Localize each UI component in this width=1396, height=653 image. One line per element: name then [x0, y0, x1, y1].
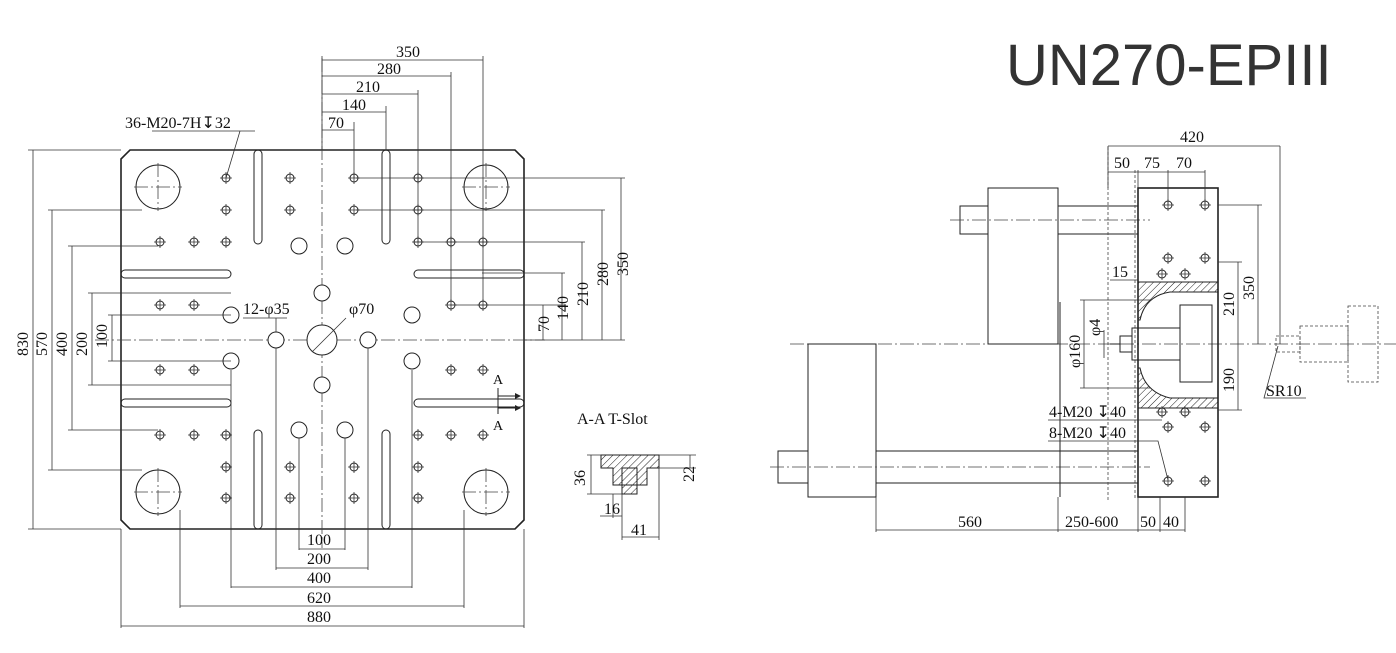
dim-bottom-5: 880: [307, 609, 331, 626]
left-dimension-lines: [32, 150, 113, 529]
t-slot-section: A-A T-Slot 36 22 16 41: [572, 411, 698, 540]
dim-bottom-2: 200: [307, 551, 331, 568]
tslot-dim-1: 36: [572, 470, 589, 486]
section-marker-top: A: [493, 373, 504, 388]
side-hole-note-2: 8-M20 ↧40: [1049, 425, 1126, 442]
dim-top-4: 140: [342, 97, 366, 114]
tslot-dim-2: 22: [681, 466, 698, 482]
dim-left-2: 570: [34, 332, 51, 356]
center-hole: [306, 324, 338, 356]
platen-side: [1137, 187, 1219, 498]
ring-holes-note: 12-φ35: [243, 301, 290, 318]
dim-left-5: 100: [94, 324, 111, 348]
side-dim-right-3: 190: [1221, 368, 1238, 392]
dim-bottom-1: 100: [307, 532, 331, 549]
side-dim-bottom-2: 250-600: [1065, 514, 1118, 531]
tapped-holes-note: 36-M20-7H↧32: [125, 115, 231, 132]
side-dim-right-1: 350: [1241, 276, 1258, 300]
leader-center: [311, 317, 347, 353]
tslot-dim-3: 16: [604, 501, 620, 518]
center-hole-note: φ70: [349, 301, 374, 318]
leader-ring: [243, 317, 287, 332]
tslot-dim-4: 41: [631, 522, 647, 539]
dim-bottom-3: 400: [307, 570, 331, 587]
dim-left-3: 400: [54, 332, 71, 356]
section-title: A-A T-Slot: [577, 411, 648, 428]
side-dim-right-2: 210: [1221, 292, 1238, 316]
radius-note: SR10: [1266, 383, 1302, 400]
side-note-2: φ160: [1067, 335, 1084, 368]
dim-right-1: 350: [615, 252, 632, 276]
dim-right-5: 70: [536, 316, 553, 332]
dim-left-4: 200: [74, 332, 91, 356]
side-dim-bottom-3: 50: [1140, 514, 1156, 531]
top-dimension-lines: [322, 59, 483, 131]
bottom-dimension-lines: [121, 548, 524, 627]
side-hole-note-1: 4-M20 ↧40: [1049, 404, 1126, 421]
right-dimension-lines: [524, 178, 625, 341]
side-dim-top-4: 70: [1176, 155, 1192, 172]
side-dim-bottom-4: 40: [1163, 514, 1179, 531]
dim-top-2: 280: [377, 61, 401, 78]
tie-bar-holes: [134, 163, 510, 516]
side-dim-top-2: 50: [1114, 155, 1130, 172]
side-note-1: 15: [1112, 264, 1128, 281]
side-dim-top-3: 75: [1144, 155, 1160, 172]
side-note-3: φ4: [1087, 319, 1104, 336]
dim-top-3: 210: [356, 79, 380, 96]
leader-tapped: [152, 130, 255, 179]
side-dim-bottom-1: 560: [958, 514, 982, 531]
dim-bottom-4: 620: [307, 590, 331, 607]
dim-left-1: 830: [15, 332, 32, 356]
section-marker-bottom: A: [493, 419, 504, 434]
side-dim-top-1: 420: [1180, 129, 1204, 146]
platen-front-view: 350 280 210 140 70 100 200 400 620 880 8…: [15, 44, 632, 628]
dim-right-4: 140: [555, 296, 572, 320]
dim-top-1: 350: [396, 44, 420, 61]
side-view-holes: [1156, 199, 1211, 487]
dim-right-3: 210: [575, 282, 592, 306]
dim-top-5: 70: [328, 115, 344, 132]
side-view: 420 50 75 70 350 210 190 15 φ160 φ4 SR10…: [770, 129, 1396, 532]
platen-outline: [120, 149, 525, 530]
drawing-title: UN270-EPIII: [1006, 33, 1332, 98]
dim-right-2: 280: [595, 262, 612, 286]
